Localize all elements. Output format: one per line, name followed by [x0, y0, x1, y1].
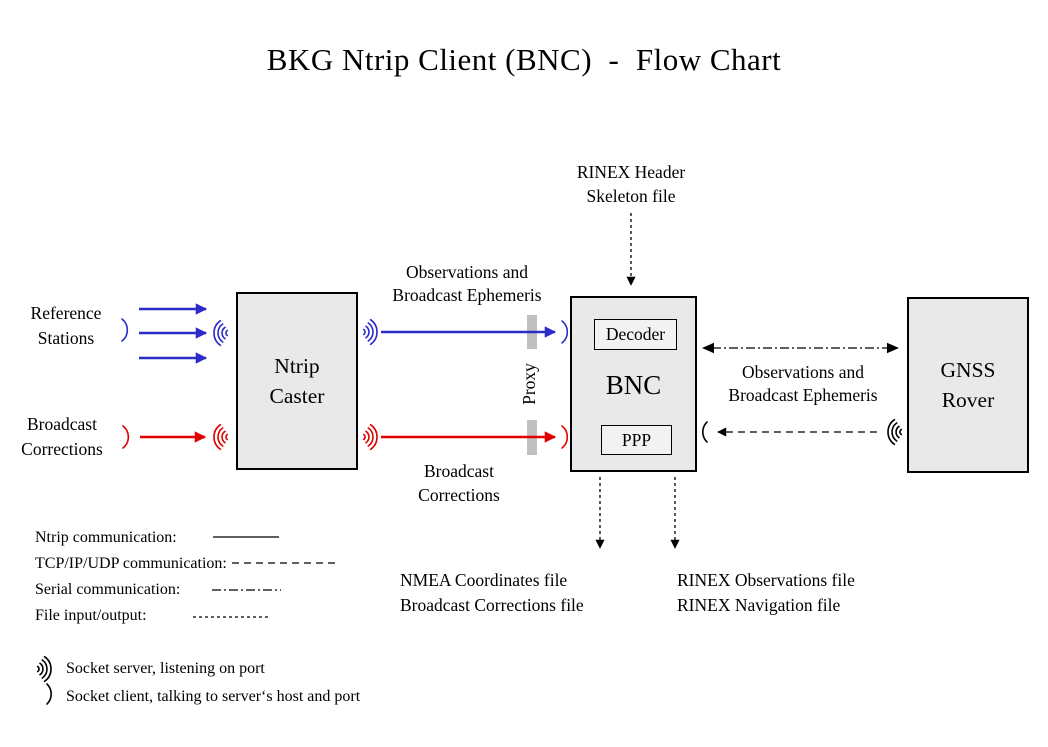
legend-socket-client: Socket client, talking to server‘s host …: [66, 688, 361, 705]
label-proxy: Proxy: [519, 363, 539, 405]
legend-file-io: File input/output:: [35, 607, 147, 624]
ppp-label: PPP: [621, 429, 652, 450]
label-line: Corrections: [21, 439, 103, 459]
legend-tcpip-communication: TCP/IP/UDP communication:: [35, 555, 227, 572]
node-label-line: Rover: [941, 388, 995, 412]
label-line: Broadcast Ephemeris: [392, 284, 542, 305]
label-line: RINEX Observations file: [677, 570, 855, 590]
label-observations-ephemeris-right: Observations and Broadcast Ephemeris: [712, 361, 894, 406]
node-decoder: Decoder: [594, 319, 677, 350]
node-label-line: Ntrip: [274, 354, 320, 378]
label-rinex-header-skeleton: RINEX Header Skeleton file: [553, 160, 709, 208]
socket-client-icon: [121, 318, 708, 449]
label-line: Corrections: [418, 485, 500, 505]
label-line: Stations: [37, 328, 95, 348]
label-line: Broadcast: [424, 461, 494, 481]
legend-socket-server-icon: [36, 655, 52, 683]
legend-serial-communication: Serial communication:: [35, 581, 181, 598]
label-rinex-output-files: RINEX Observations file RINEX Navigation…: [677, 568, 855, 618]
page-title: BKG Ntrip Client (BNC) - Flow Chart: [266, 42, 782, 77]
label-reference-stations: Reference Stations: [14, 301, 118, 351]
node-ntrip-caster: Ntrip Caster: [236, 292, 358, 470]
legend-line-samples: [193, 536, 338, 618]
label-line: Broadcast Ephemeris: [728, 384, 878, 405]
label-nmea-output-files: NMEA Coordinates file Broadcast Correcti…: [400, 568, 584, 618]
node-gnss-rover: GNSS Rover: [907, 297, 1029, 473]
node-ppp: PPP: [601, 425, 672, 455]
arrow-bnc-rover-serial: [702, 342, 899, 354]
label-line: Skeleton file: [586, 186, 676, 206]
node-bnc: Decoder BNC PPP: [570, 296, 697, 472]
label-line: Broadcast: [27, 414, 97, 434]
label-observations-ephemeris-top: Observations and Broadcast Ephemeris: [376, 261, 558, 306]
label-line: Observations and: [406, 262, 528, 282]
arrow-reference-stations-to-caster: [139, 303, 208, 364]
socket-server-icon: [213, 318, 903, 451]
node-label-line: GNSS: [940, 358, 996, 382]
label-line: RINEX Navigation file: [677, 595, 841, 615]
legend-ntrip-communication: Ntrip communication:: [35, 529, 177, 546]
label-broadcast-corrections-mid: Broadcast Corrections: [398, 459, 520, 507]
legend-socket-client-icon: [46, 683, 52, 705]
bnc-label: BNC: [605, 370, 662, 400]
decoder-label: Decoder: [605, 324, 666, 344]
label-broadcast-corrections-input: Broadcast Corrections: [2, 412, 122, 462]
legend-socket-server: Socket server, listening on port: [66, 660, 265, 677]
node-label-line: Caster: [269, 384, 325, 408]
label-line: Broadcast Corrections file: [400, 595, 584, 615]
label-line: Reference: [30, 303, 102, 323]
label-line: NMEA Coordinates file: [400, 570, 568, 590]
label-line: RINEX Header: [576, 162, 686, 182]
label-line: Observations and: [742, 362, 864, 382]
